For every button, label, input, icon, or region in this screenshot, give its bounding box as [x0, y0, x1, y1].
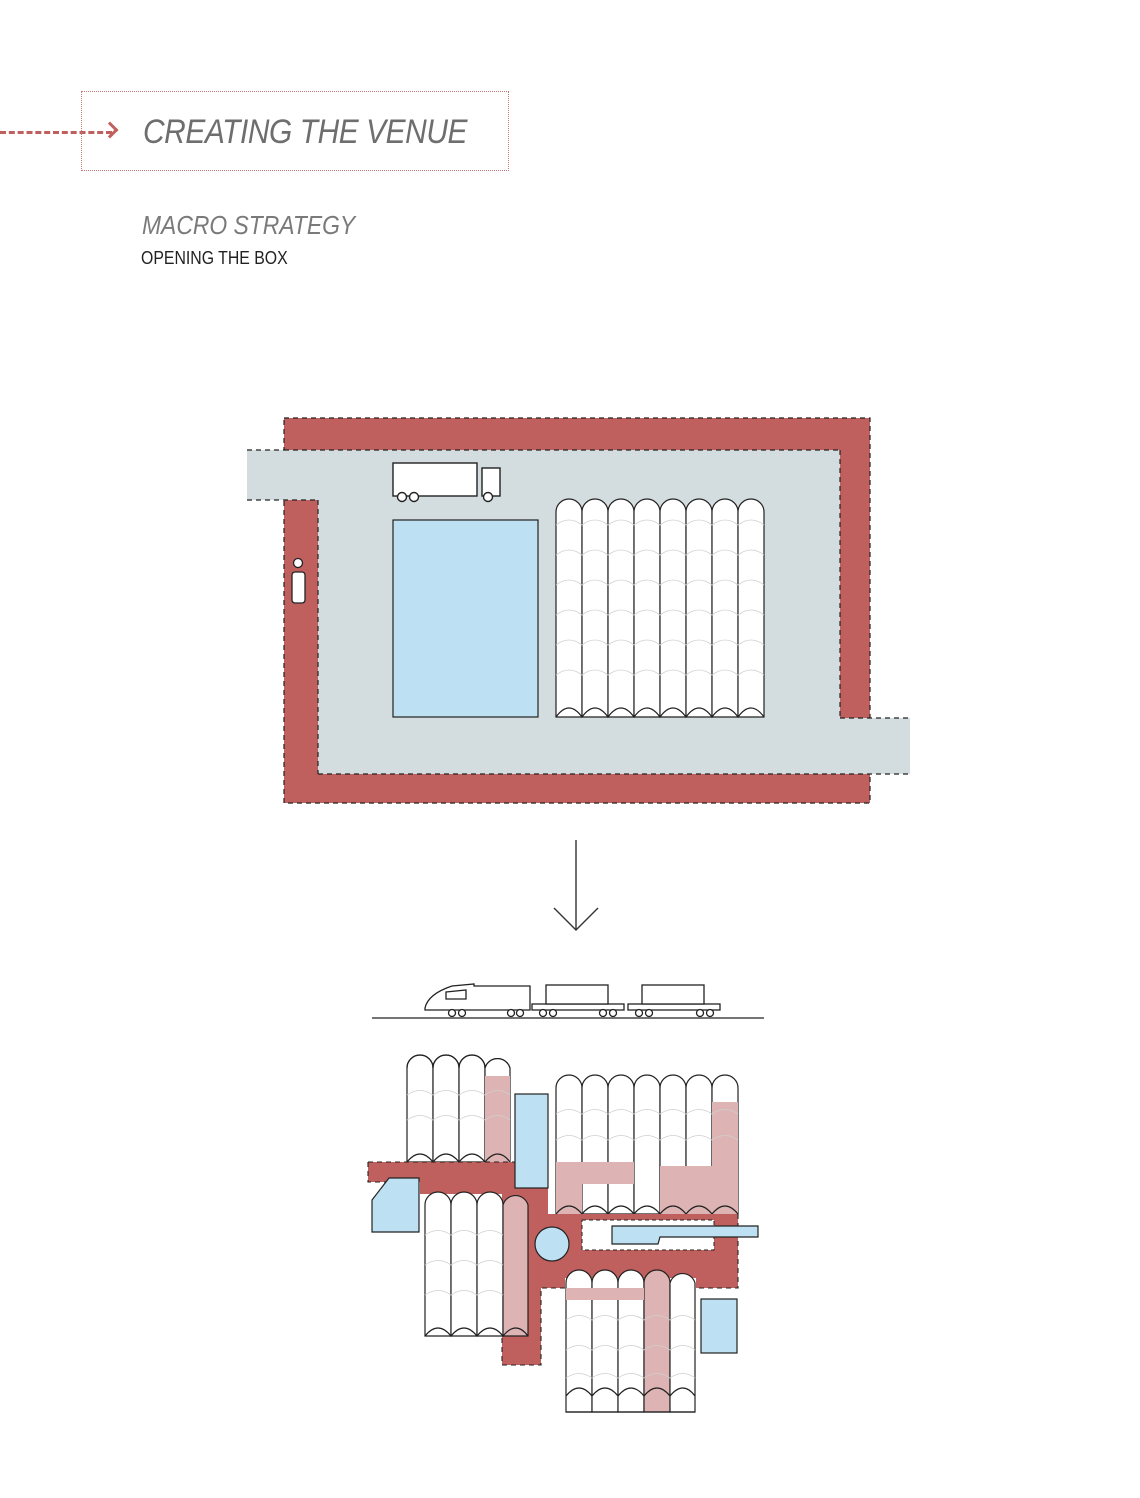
section-subtitle: OPENING THE BOX [141, 248, 288, 268]
seating-cluster-c [424, 1191, 529, 1337]
train-icon [372, 983, 764, 1019]
down-arrow-icon [553, 840, 599, 931]
circulation-spine [368, 1162, 738, 1365]
page-title: CREATING THE VENUE [143, 113, 468, 151]
pool-block-trapezoid [371, 1177, 420, 1233]
seating-bays [555, 498, 765, 719]
pool-block-small [700, 1298, 738, 1354]
pool-block-circle [534, 1226, 570, 1262]
seating-cluster-a [406, 1054, 511, 1163]
pool-block-bar [611, 1225, 759, 1245]
dashed-arrow-icon [0, 131, 112, 134]
pool-block-tall [514, 1093, 549, 1189]
person-icon [291, 557, 306, 604]
closed-box-plan [247, 417, 910, 804]
pool-block [392, 519, 539, 718]
seating-cluster-d [565, 1269, 696, 1413]
seating-cluster-b [555, 1074, 739, 1215]
opened-box-plan [367, 1054, 759, 1413]
section-title: MACRO STRATEGY [142, 210, 356, 240]
truck-icon [392, 462, 501, 503]
title-frame [81, 91, 509, 171]
